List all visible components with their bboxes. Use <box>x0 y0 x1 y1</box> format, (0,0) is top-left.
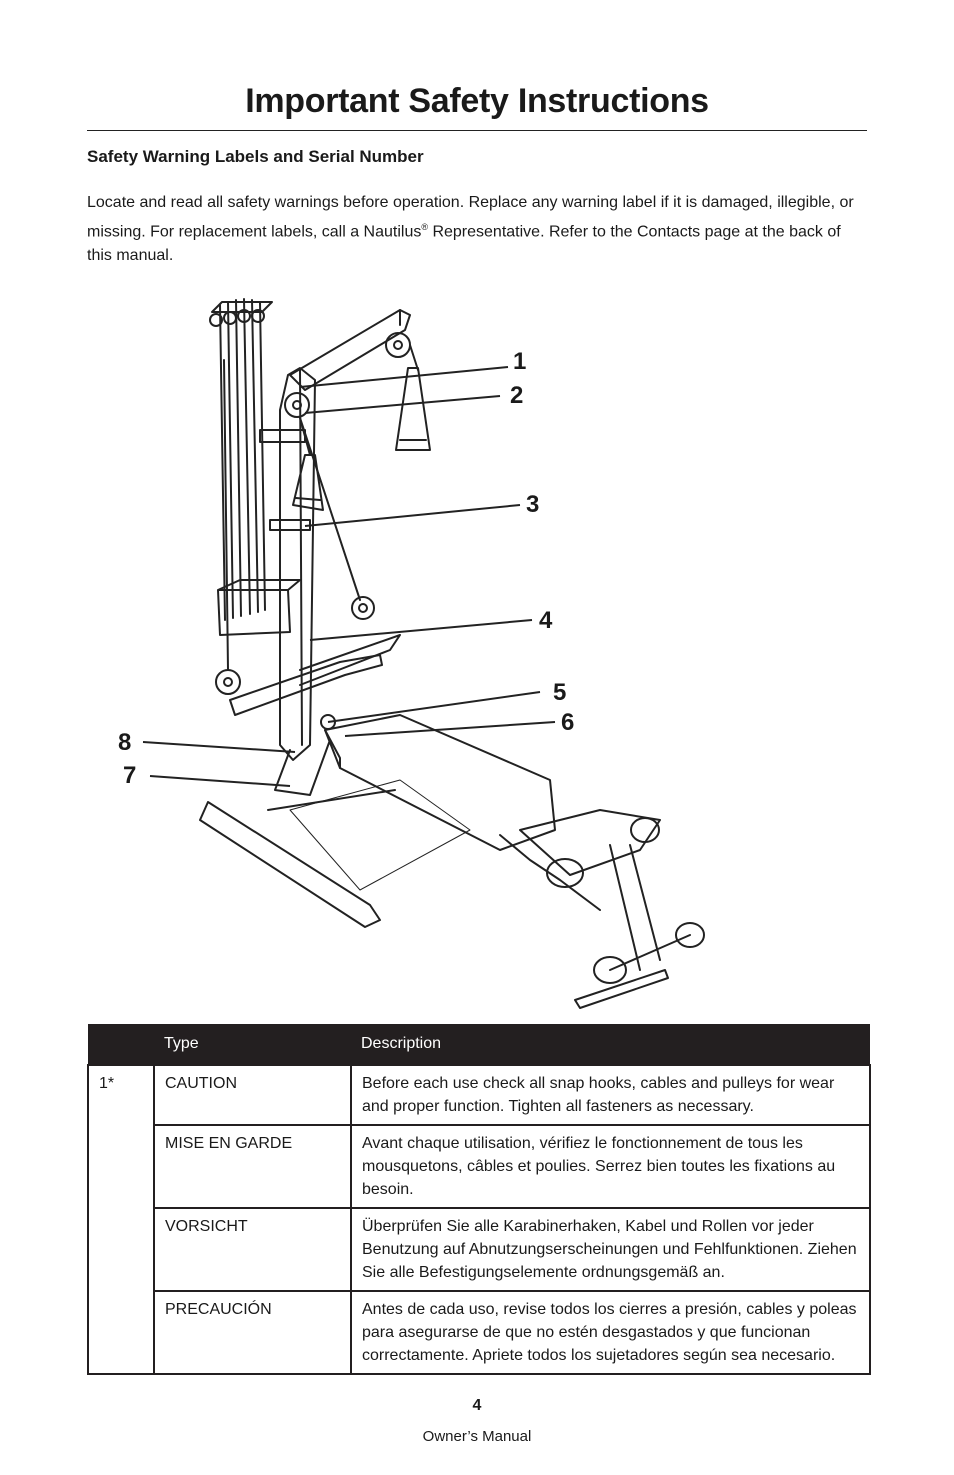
table-row: MISE EN GARDE Avant chaque utilisation, … <box>88 1124 871 1209</box>
callout-2: 2 <box>510 382 524 409</box>
roller-upper <box>546 858 584 888</box>
callout-1: 1 <box>513 348 527 375</box>
title-divider <box>87 130 867 131</box>
intro-text-part2: Representative. Refer to the Contacts pa… <box>87 223 841 265</box>
callout-6: 6 <box>561 709 575 736</box>
power-rods <box>219 298 266 621</box>
type-cell: CAUTION <box>153 1064 352 1126</box>
callout-7: 7 <box>123 762 137 789</box>
leader-6 <box>344 721 556 737</box>
header-description: Description <box>351 1024 870 1065</box>
type-cell: VORSICHT <box>153 1207 352 1292</box>
leader-2 <box>304 395 501 414</box>
leader-8 <box>142 741 296 753</box>
table-row: 1* CAUTION Before each use check all sna… <box>87 1064 871 1375</box>
page-title: Important Safety Instructions <box>245 82 709 120</box>
rod-caps <box>211 301 273 313</box>
handle-left <box>292 454 324 511</box>
description-cell: Before each use check all snap hooks, ca… <box>350 1064 871 1126</box>
bench-rail <box>499 834 601 911</box>
pulley-top <box>385 332 411 358</box>
rod-base <box>217 579 301 636</box>
main-column <box>279 367 316 761</box>
footer-text: Owner’s Manual <box>422 1428 532 1445</box>
pulley-upper <box>284 392 310 418</box>
type-cell: MISE EN GARDE <box>153 1124 352 1209</box>
pulley-mid <box>351 596 375 620</box>
base-frame <box>199 801 381 928</box>
leader-3 <box>304 504 521 527</box>
roller-lower <box>593 956 627 984</box>
section-heading: Safety Warning Labels and Serial Number <box>87 147 424 166</box>
lower-crossbar <box>229 654 383 716</box>
header-number <box>88 1024 154 1065</box>
callout-4: 4 <box>539 607 553 634</box>
header-type: Type <box>154 1024 351 1065</box>
table-row: VORSICHT Überprüfen Sie alle Karabinerha… <box>88 1207 871 1292</box>
description-cell: Antes de cada uso, revise todos los cier… <box>350 1290 871 1375</box>
pulley-low <box>215 669 241 695</box>
description-cell: Avant chaque utilisation, vérifiez le fo… <box>350 1124 871 1209</box>
intro-paragraph: Locate and read all safety warnings befo… <box>87 191 857 268</box>
leg-extension <box>519 809 661 876</box>
description-cell: Überprüfen Sie alle Karabinerhaken, Kabe… <box>350 1207 871 1292</box>
callout-3: 3 <box>526 491 540 518</box>
leader-7 <box>149 775 291 787</box>
registered-mark: ® <box>421 222 428 232</box>
home-gym-illustration <box>142 298 705 1009</box>
type-cell: PRECAUCIÓN <box>153 1290 352 1375</box>
leader-4 <box>309 619 533 641</box>
seat-post <box>274 739 331 796</box>
callout-5: 5 <box>553 679 567 706</box>
leader-1 <box>299 366 509 388</box>
table-row: PRECAUCIÓN Antes de cada uso, revise tod… <box>88 1290 871 1375</box>
table-header-row: Type Description <box>88 1024 870 1065</box>
intro-text-part1: Locate and read all safety warnings befo… <box>87 194 854 241</box>
leader-5 <box>327 691 541 723</box>
page-number: 4 <box>472 1397 482 1414</box>
label-number: 1* <box>87 1064 155 1375</box>
callout-8: 8 <box>118 729 132 756</box>
handle-right <box>395 367 431 451</box>
warning-labels-table: Type Description 1* CAUTION Before each … <box>87 1024 871 1375</box>
